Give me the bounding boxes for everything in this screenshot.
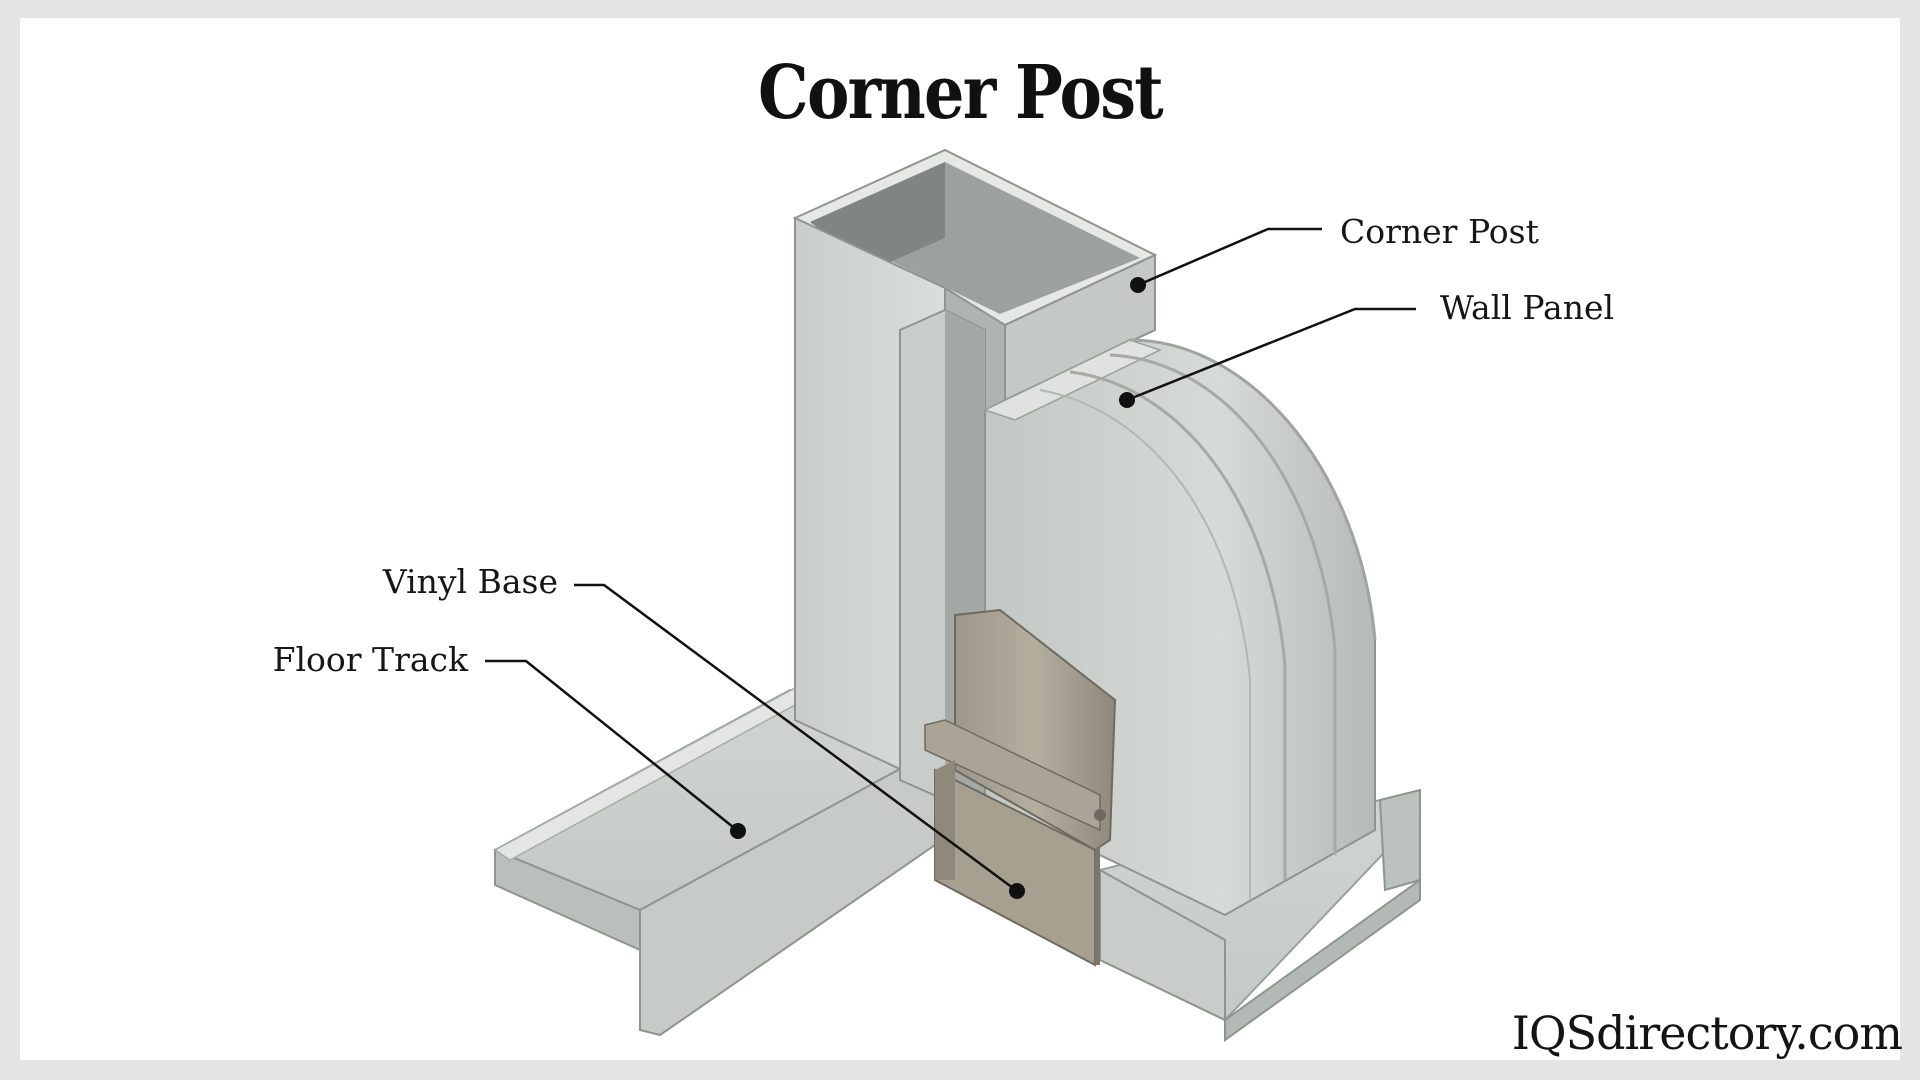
label-vinyl-base: Vinyl Base (382, 562, 558, 601)
page-title: Corner Post (758, 50, 1164, 136)
label-corner-post: Corner Post (1340, 212, 1539, 251)
leader-vinyl-base (574, 583, 1018, 893)
dot-corner-post (1130, 277, 1146, 293)
leader-wall-panel (1126, 307, 1416, 402)
dot-vinyl-base (1009, 883, 1025, 899)
label-wall-panel: Wall Panel (1440, 288, 1615, 327)
watermark: IQSdirectory.com (1511, 1006, 1903, 1060)
label-floor-track: Floor Track (272, 640, 468, 679)
dot-wall-panel (1119, 392, 1135, 408)
leader-dots (730, 277, 1146, 899)
leader-corner-post (1137, 227, 1322, 287)
leader-floor-track (485, 659, 739, 832)
vinyl-base (924, 608, 1117, 967)
dot-floor-track (730, 823, 746, 839)
leader-lines (485, 227, 1416, 893)
